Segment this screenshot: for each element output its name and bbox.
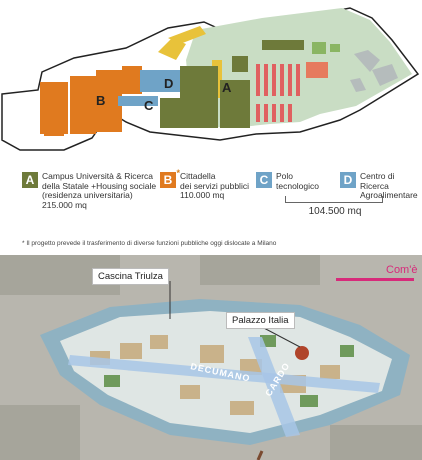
zone-letter-a: A	[222, 80, 232, 95]
zone-letter-b: B	[96, 93, 105, 108]
shared-area-label: 104.500 mq	[308, 206, 362, 217]
legend-badge-c: C	[256, 172, 272, 188]
legend-text-b: Cittadella dei servizi pubblici 110.000 …	[180, 171, 249, 200]
legend-badge-d: D	[340, 172, 356, 188]
aerial-view: DECUMANO CARDO	[0, 255, 422, 460]
section-accent-bar	[336, 278, 414, 281]
housing-strips	[256, 64, 300, 122]
section-label-come: Com'è	[386, 264, 418, 276]
zone-letter-c: C	[144, 98, 154, 113]
footnote: * Il progetto prevede il trasferimento d…	[22, 240, 277, 247]
access-road	[256, 450, 264, 460]
zone-c-d-blocks	[118, 70, 188, 106]
callout-cascina-triulza: Cascina Triulza	[92, 268, 169, 285]
callout-palazzo-italia: Palazzo Italia	[226, 312, 295, 329]
decumano-axis	[68, 355, 380, 393]
palazzo-italia-building	[295, 346, 309, 360]
cardo-axis	[248, 337, 300, 437]
legend-text-d: Centro di Ricerca Agroalimentare	[360, 171, 418, 200]
zone-b-blocks	[40, 66, 142, 136]
site-plan-map: B C D A	[1, 7, 420, 151]
legend-badge-b: B*	[160, 168, 180, 188]
shared-area-bracket	[285, 196, 383, 203]
sport-fields	[306, 42, 340, 78]
legend-text-c: Polo tecnologico	[276, 171, 320, 191]
palazzo-pointer	[261, 326, 301, 348]
legend-item-b: B* Cittadella dei servizi pubblici 110.0…	[160, 168, 249, 201]
legend-badge-a: A	[22, 172, 38, 188]
grey-structures	[350, 50, 398, 92]
zone-letter-d: D	[164, 76, 173, 91]
legend-text-a: Campus Università & Ricerca della Statal…	[42, 171, 157, 210]
legend-item-d: D Centro di Ricerca Agroalimentare	[340, 171, 422, 201]
zone-a-blocks	[160, 40, 304, 128]
legend-item-c: C Polo tecnologico	[256, 171, 320, 191]
legend-item-a: A Campus Università & Ricerca della Stat…	[22, 171, 157, 210]
